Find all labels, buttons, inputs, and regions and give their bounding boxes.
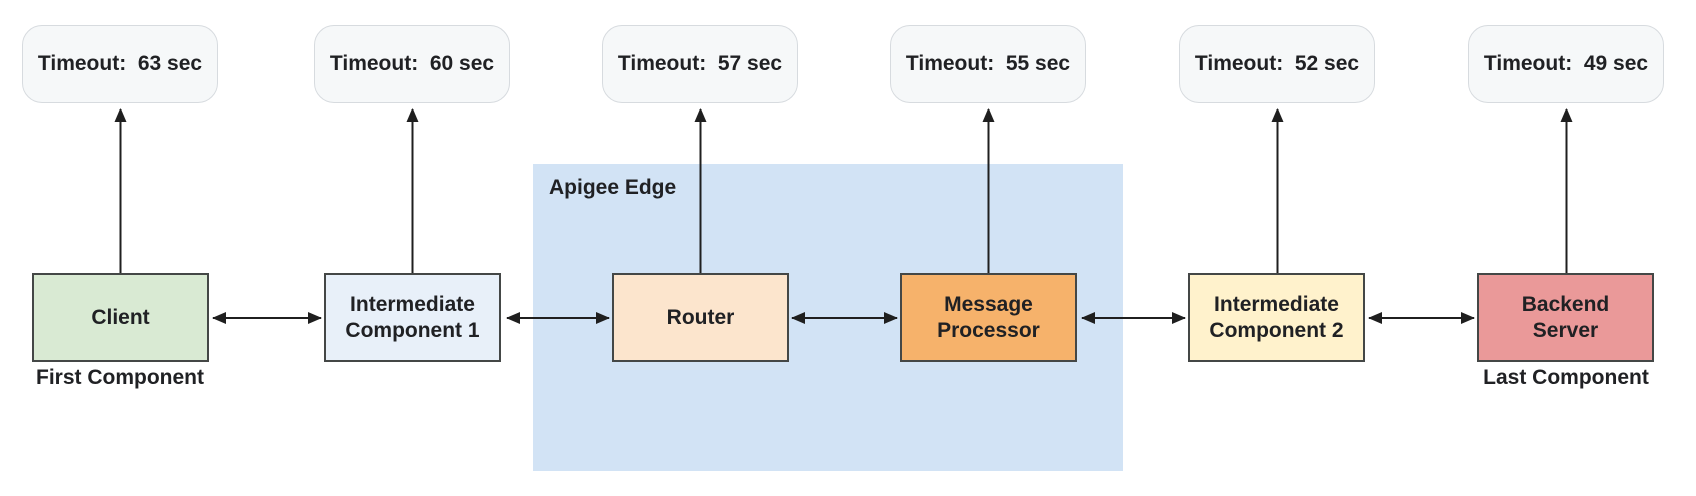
timeout-box-message-processor: Timeout: 55 sec [890, 25, 1086, 103]
component-message-processor: Message Processor [900, 273, 1077, 362]
component-intermediate-2: Intermediate Component 2 [1188, 273, 1365, 362]
component-label-message-processor: Message Processor [937, 292, 1040, 342]
caption-first-component: First Component [36, 366, 204, 389]
component-intermediate-1: Intermediate Component 1 [324, 273, 501, 362]
timeout-label-client: Timeout: 63 sec [37, 52, 203, 75]
timeout-label-intermediate-2: Timeout: 52 sec [1194, 52, 1360, 75]
component-backend-server: Backend Server [1477, 273, 1654, 362]
timeout-box-client: Timeout: 63 sec [22, 25, 218, 103]
component-label-client: Client [91, 305, 150, 329]
apigee-edge-label: Apigee Edge [549, 176, 677, 199]
component-label-backend-server: Backend Server [1521, 292, 1610, 342]
timeout-label-message-processor: Timeout: 55 sec [905, 52, 1071, 75]
timeout-label-router: Timeout: 57 sec [617, 52, 783, 75]
component-client: Client [32, 273, 209, 362]
component-label-intermediate-2: Intermediate Component 2 [1209, 292, 1344, 342]
component-label-router: Router [666, 305, 735, 329]
timeout-box-intermediate-2: Timeout: 52 sec [1179, 25, 1375, 103]
timeout-box-router: Timeout: 57 sec [602, 25, 798, 103]
component-label-intermediate-1: Intermediate Component 1 [345, 292, 480, 342]
timeout-label-backend: Timeout: 49 sec [1483, 52, 1649, 75]
component-router: Router [612, 273, 789, 362]
timeout-label-intermediate-1: Timeout: 60 sec [329, 52, 495, 75]
timeout-box-intermediate-1: Timeout: 60 sec [314, 25, 510, 103]
caption-last-component: Last Component [1483, 366, 1649, 389]
timeout-box-backend: Timeout: 49 sec [1468, 25, 1664, 103]
